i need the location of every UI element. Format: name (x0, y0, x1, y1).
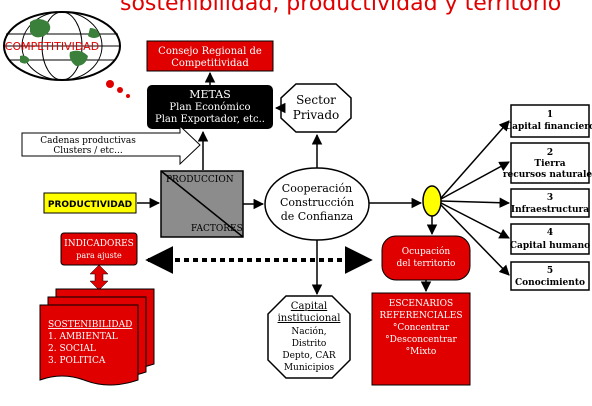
sostenibilidad-item: 3. POLITICA (48, 356, 106, 366)
produccion-diagonal (160, 170, 244, 238)
metas-line1: Plan Económico (169, 102, 250, 113)
indicadores-line1: INDICADORES (64, 239, 134, 249)
capital-label: recursos naturales (503, 170, 592, 180)
sostenibilidad-item: 2. SOCIAL (48, 344, 96, 354)
sostenibilidad-item: 1. AMBIENTAL (48, 332, 118, 342)
capital-box-1 (510, 104, 590, 138)
escenarios-box (371, 292, 471, 386)
capital-box-4 (510, 223, 590, 255)
productividad-label: PRODUCTIVIDAD (48, 200, 132, 210)
capital-institucional-octagon (267, 295, 351, 379)
ocupacion-line1: Ocupación (402, 246, 451, 257)
globe-label: COMPETITIVIDAD (5, 40, 99, 53)
capital-num: 1 (547, 110, 553, 120)
produccion-bottom: FACTORES (191, 224, 243, 234)
ocupacion-line2: del territorio (397, 259, 456, 269)
metas-title: METAS (189, 88, 231, 101)
globe-icon (3, 11, 130, 98)
capital-num: 4 (547, 228, 553, 238)
capital-box-2 (510, 142, 590, 184)
indicadores-box (60, 232, 138, 266)
cadenas-arrow (21, 124, 201, 166)
capital-box-5 (510, 261, 590, 291)
header-title: sostenibilidad, productividad y territor… (120, 0, 561, 16)
indicadores-line2: para ajuste (76, 251, 122, 260)
productividad-box (43, 192, 137, 214)
capital-item: Nación, (291, 326, 326, 337)
connector-arrows (137, 71, 511, 296)
capital-item: Municipios (284, 363, 335, 373)
cadenas-line1: Cadenas productivas (40, 136, 136, 146)
produccion-top: PRODUCCION (166, 175, 234, 185)
cooperacion-line1: Cooperación (282, 182, 352, 195)
consejo-box (146, 40, 274, 72)
capital-label: Capital humano (510, 241, 590, 251)
metas-line2: Plan Exportador, etc.. (155, 114, 265, 125)
capital-item: Distrito (292, 339, 327, 349)
cooperacion-line3: de Confianza (281, 210, 354, 223)
capital-num: 3 (547, 193, 553, 203)
cooperacion-line2: Construcción (280, 196, 354, 209)
indicadores-arrow (89, 264, 109, 291)
capital-label: Tierra (534, 159, 565, 169)
escenarios-item: °Desconcentrar (385, 335, 457, 345)
escenarios-item: °Mixto (406, 347, 437, 357)
capital-title1: Capital (291, 301, 327, 312)
sostenibilidad-title: SOSTENIBILIDAD (48, 320, 132, 330)
capital-num: 5 (547, 266, 553, 276)
ocupacion-box (381, 235, 471, 281)
capital-label: Conocimiento (515, 278, 585, 288)
capital-box-3 (510, 188, 590, 218)
yellow-node (422, 185, 442, 217)
capital-label: Capital financiero (505, 122, 592, 132)
metas-box (147, 85, 273, 129)
cadenas-line2: Clusters / etc... (53, 146, 123, 156)
sector-line2: Privado (293, 108, 340, 122)
capital-title2: institucional (278, 313, 341, 324)
escenarios-item: °Concentrar (393, 323, 450, 333)
sector-line1: Sector (296, 93, 336, 107)
capital-label: Infraestructura (511, 205, 589, 215)
escenarios-line1: ESCENARIOS (389, 299, 453, 309)
capital-num: 2 (547, 148, 553, 158)
sostenibilidad-stack (39, 288, 155, 386)
consejo-line2: Competitividad (171, 58, 249, 69)
consejo-line1: Consejo Regional de (158, 46, 262, 57)
capital-item: Depto, CAR (282, 351, 335, 361)
escenarios-line2: REFERENCIALES (379, 311, 462, 321)
